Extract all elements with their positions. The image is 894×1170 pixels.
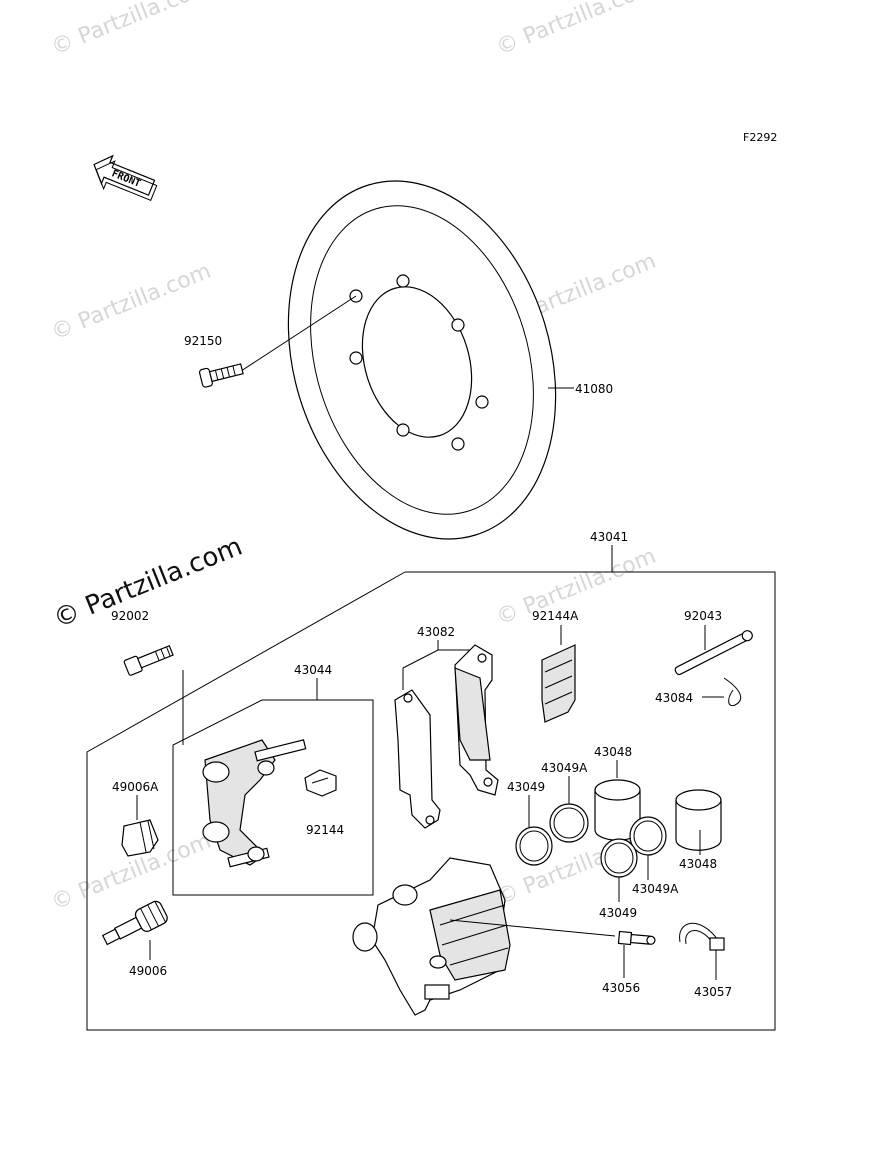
part-number-43049-lower: 43049 [599, 906, 637, 920]
part-number-92144: 92144 [306, 823, 344, 837]
part-number-92144A: 92144A [532, 609, 579, 623]
part-number-92002: 92002 [111, 609, 149, 623]
pin-boot [121, 819, 159, 857]
part-number-41080: 41080 [575, 382, 613, 396]
pad-pin [674, 630, 753, 676]
part-number-43056: 43056 [602, 981, 640, 995]
bleeder-valve [617, 930, 656, 946]
anti-rattle-spring [541, 625, 576, 723]
watermark: © Partzilla.com [48, 259, 215, 346]
part-number-43084: 43084 [655, 691, 693, 705]
part-number-92043: 92043 [684, 609, 722, 623]
part-number-43041: 43041 [590, 530, 628, 544]
part-number-43049A-lower: 43049A [632, 882, 679, 896]
dust-seal [600, 838, 638, 878]
bleeder-cap [679, 922, 725, 951]
piston-seal [549, 803, 589, 843]
watermark: © Partzilla.com [493, 0, 660, 61]
part-number-43044: 43044 [294, 663, 332, 677]
caliper-body [352, 857, 511, 1016]
part-number-43057: 43057 [694, 985, 732, 999]
figure-code: F2292 [743, 131, 777, 144]
part-number-43049A-upper: 43049A [541, 761, 588, 775]
front-arrow-icon: FRONT [93, 154, 158, 202]
piston-seal [515, 826, 553, 866]
part-number-43048-upper: 43048 [594, 745, 632, 759]
pin-clip [702, 677, 742, 707]
part-number-49006: 49006 [129, 964, 167, 978]
brake-pad [454, 644, 499, 796]
part-number-labels: 92150 41080 43041 92002 43082 92144A 920… [111, 334, 732, 999]
watermark: © Partzilla.com [48, 0, 215, 61]
brake-pad [394, 689, 441, 829]
part-number-43049-upper: 43049 [507, 780, 545, 794]
piston [675, 789, 722, 851]
brake-disc [287, 180, 557, 540]
part-number-92150: 92150 [184, 334, 222, 348]
part-number-49006A: 49006A [112, 780, 159, 794]
part-number-43048-lower: 43048 [679, 857, 717, 871]
pad-spring-clip [304, 769, 337, 797]
disc-bolt [198, 363, 244, 388]
caliper-bracket [202, 739, 307, 868]
part-number-43082: 43082 [417, 625, 455, 639]
caliper-bolt [123, 644, 174, 676]
slide-pin [101, 900, 168, 946]
